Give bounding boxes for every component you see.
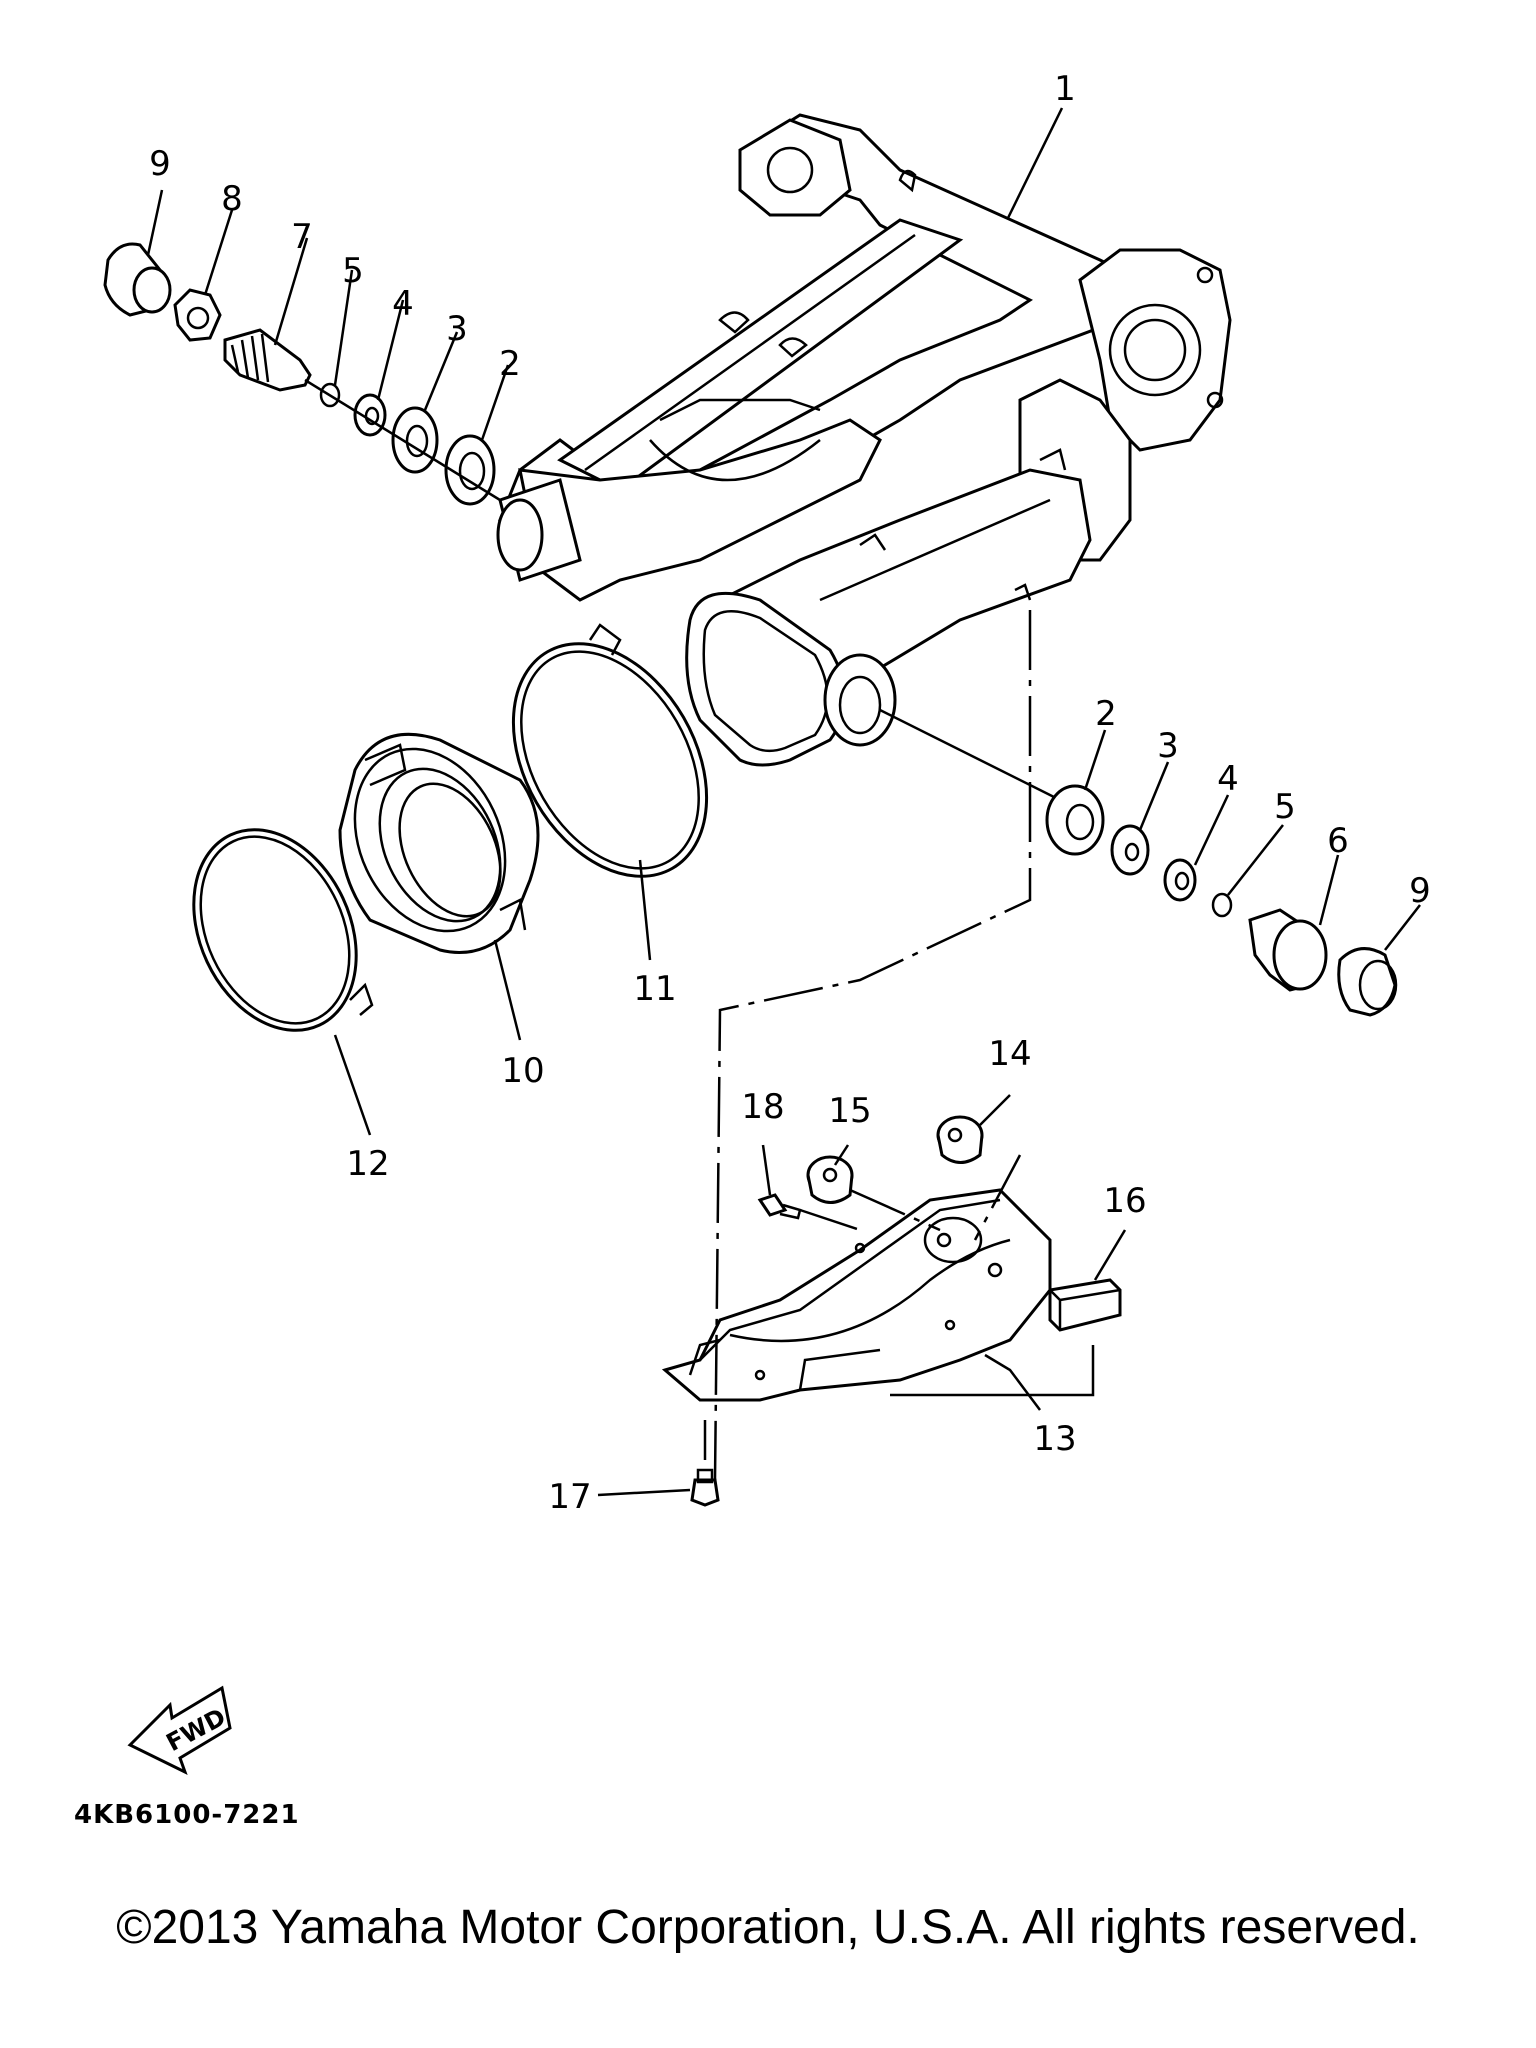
callout-18: 18 (741, 1087, 784, 1127)
callout-1: 1 (1054, 69, 1076, 109)
bolt-17 (690, 1468, 720, 1507)
callout-2-right: 2 (1095, 694, 1117, 734)
swing-arm-part-1 (496, 113, 1232, 767)
forward-direction-arrow: FWD (127, 1685, 232, 1775)
left-pivot-hardware (103, 242, 501, 506)
callout-5-left: 5 (342, 251, 364, 291)
guard-assembly (661, 610, 1122, 1507)
callout-17: 17 (548, 1477, 591, 1517)
callout-9-left: 9 (149, 144, 171, 184)
guard-13 (661, 1188, 1052, 1402)
callout-15: 15 (828, 1091, 871, 1131)
callout-11: 11 (633, 969, 676, 1009)
oil-seal-3-left (391, 406, 439, 474)
callout-9-right: 9 (1409, 871, 1431, 911)
callout-10: 10 (501, 1051, 544, 1091)
band-11 (511, 642, 709, 878)
callout-8: 8 (221, 179, 243, 219)
nut-8 (173, 288, 222, 342)
leader-lines (146, 107, 1421, 1497)
boot-and-bands (192, 623, 709, 1032)
collar-4-right (1163, 858, 1197, 902)
callout-3-right: 3 (1157, 726, 1179, 766)
o-ring-5-left (319, 382, 341, 408)
oil-seal-3-right (1110, 824, 1150, 876)
bearing-2-left (444, 434, 496, 506)
right-pivot-hardware (879, 708, 1398, 1017)
band-12 (192, 828, 358, 1032)
callout-14: 14 (988, 1034, 1031, 1074)
boot-10 (338, 732, 540, 954)
callout-5-right: 5 (1274, 787, 1296, 827)
pivot-shaft-7 (223, 328, 312, 392)
o-ring-5-right (1211, 892, 1233, 918)
callout-labels: 1 9 8 7 5 4 3 2 2 3 4 5 6 9 11 10 12 13 … (149, 69, 1431, 1517)
copyright-notice: ©2013 Yamaha Motor Corporation, U.S.A. A… (116, 1901, 1420, 1954)
callout-4-right: 4 (1217, 759, 1239, 799)
bearing-2-right (1045, 784, 1105, 856)
callout-16: 16 (1103, 1181, 1146, 1221)
callout-7: 7 (291, 217, 313, 257)
bolt-18 (757, 1193, 788, 1217)
callout-4-left: 4 (392, 284, 414, 324)
damper-15 (806, 1155, 854, 1204)
callout-6: 6 (1327, 821, 1349, 861)
callout-3-left: 3 (446, 309, 468, 349)
diagram-code: 4KB6100-7221 (74, 1800, 300, 1830)
callout-13: 13 (1033, 1419, 1076, 1459)
damper-14 (936, 1115, 984, 1164)
callout-12: 12 (346, 1144, 389, 1184)
callout-2-left: 2 (499, 344, 521, 384)
